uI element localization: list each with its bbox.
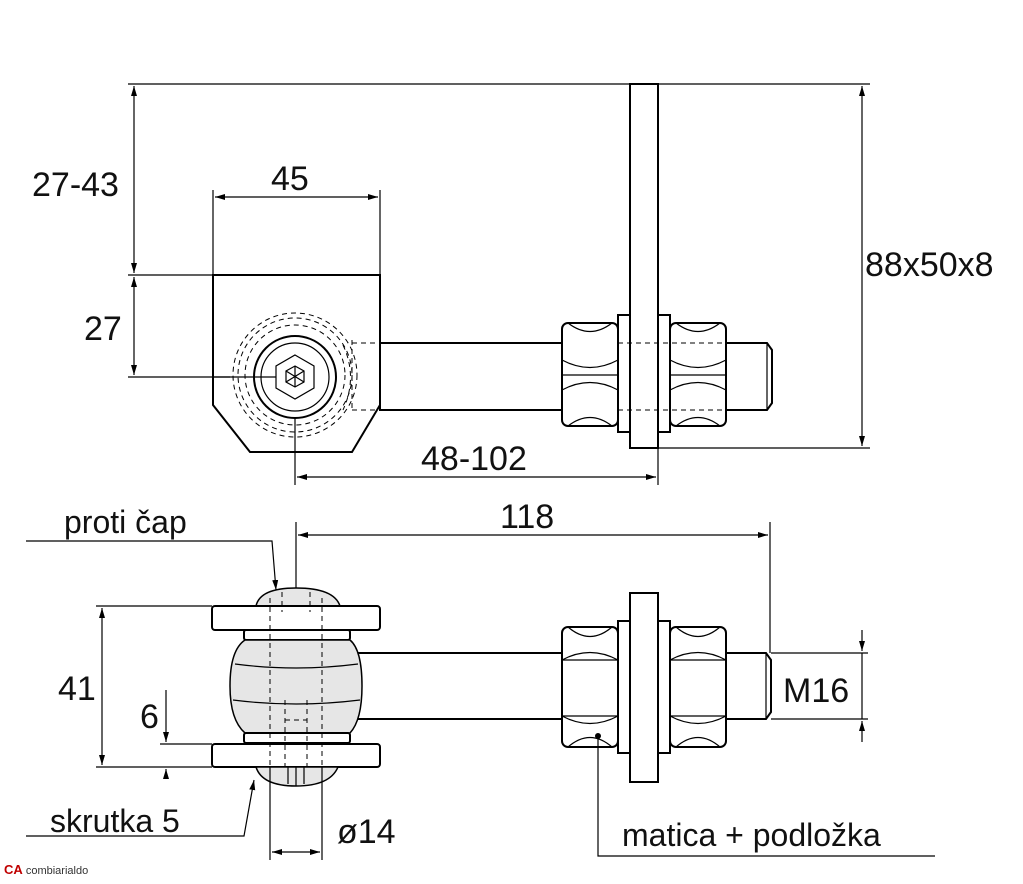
dim-41: 41 [58,670,96,708]
shaft-end [725,342,773,411]
threaded-shaft [379,342,566,411]
dim-48-102: 48-102 [421,440,527,478]
dim-118: 118 [500,498,554,536]
brand-mark: CA [4,862,23,877]
brand-name: combiarialdo [25,865,89,877]
dim-27-43: 27-43 [32,166,119,204]
threaded-shaft-side [351,652,565,720]
bottom-view [211,587,772,787]
bottom-screw-head [254,766,340,787]
top-washer [211,605,381,631]
top-dimensions [128,83,870,485]
bottom-washer [211,743,381,768]
label-proti-cap: proti čap [64,504,187,540]
flat-bar-side [629,592,659,783]
nut-left-side [561,626,619,748]
dim-dia14: ø14 [337,813,396,851]
top-cap [255,587,342,607]
nut-right-side [669,626,727,748]
dim-m16: M16 [783,672,849,710]
shaft-end-side [725,652,772,720]
dim-6: 6 [140,698,159,736]
dim-27: 27 [84,310,122,348]
brand-logo: CA combiarialdo [4,862,88,877]
hinge-knuckle [229,639,363,734]
bottom-dimensions [26,522,935,860]
dim-45: 45 [271,160,309,198]
label-matica: matica + podložka [622,817,881,853]
dim-88x50x8: 88x50x8 [865,246,994,284]
label-skrutka: skrutka 5 [50,803,180,839]
flat-bar [629,83,659,449]
top-view [212,83,773,453]
